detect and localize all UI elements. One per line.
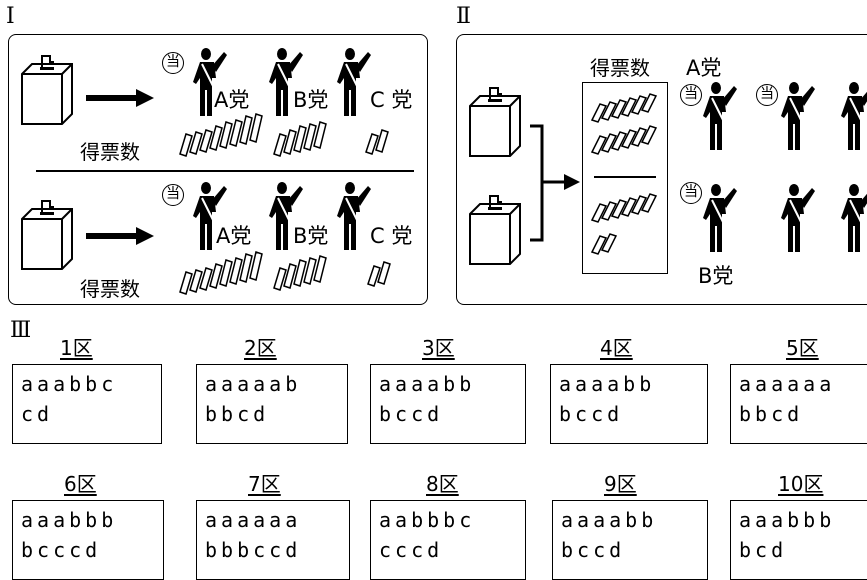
district-voters-line: aaabbb: [739, 508, 836, 532]
district-voters-line: bccd: [561, 538, 626, 562]
district-box-2: aaaaab bbcd: [196, 364, 348, 444]
arrow-right-icon: [86, 227, 154, 245]
district-voters-line: aaaaaa: [205, 508, 302, 532]
ballot-pile-c-icon: [367, 261, 391, 287]
district-voters-line: bcd: [739, 538, 788, 562]
votes-label: 得票数: [80, 277, 140, 301]
district-voters-line: bccd: [559, 402, 624, 426]
party-a-label: A党: [214, 88, 250, 112]
district-voters-line: cd: [21, 402, 54, 426]
candidate-b3-icon: [840, 183, 867, 253]
candidate-a3-icon: [840, 81, 867, 151]
party-c-label: C 党: [370, 224, 413, 248]
district-title-5: 5区: [786, 336, 819, 360]
district-box-5: aaaaaa bbcd: [730, 364, 867, 444]
ballot-pile-a-icon: [179, 251, 263, 295]
district-voters-line: bbcd: [739, 402, 804, 426]
ballot-pile-a-icon: [590, 93, 658, 155]
district-voters-line: cccd: [379, 538, 444, 562]
district-title-6: 6区: [64, 472, 97, 496]
district-box-6: aaabbb bcccd: [12, 500, 164, 580]
winner-badge: 当: [162, 52, 184, 74]
district-voters-line: aabbbc: [379, 508, 476, 532]
candidate-b1-icon: [702, 183, 738, 253]
district-voters-line: bbcd: [205, 402, 270, 426]
district-voters-line: bbbccd: [205, 538, 302, 562]
ballot-box-icon: [469, 87, 521, 157]
arrow-right-icon: [86, 89, 154, 107]
vote-count-box: [582, 82, 668, 274]
winner-badge: 当: [680, 182, 702, 204]
district-voters-line: aaaaaa: [739, 372, 836, 396]
ballot-pile-a-icon: [179, 113, 263, 157]
district-voters-line: aaaabb: [561, 508, 658, 532]
district-title-2: 2区: [244, 336, 277, 360]
district-voters-line: aaabbc: [21, 372, 118, 396]
party-c-label: C 党: [370, 88, 413, 112]
candidate-b2-icon: [780, 183, 816, 253]
district-title-8: 8区: [426, 472, 459, 496]
district-box-7: aaaaaa bbbccd: [196, 500, 350, 580]
district-box-8: aabbbc cccd: [370, 500, 526, 580]
divider: [594, 176, 656, 178]
ballot-pile-b-icon: [273, 121, 327, 157]
winner-badge: 当: [756, 84, 778, 106]
ballot-box-icon: [21, 200, 73, 270]
district-voters-line: aaaabb: [559, 372, 656, 396]
ballot-pile-b-icon: [273, 255, 327, 291]
district-voters-line: aaabbb: [21, 508, 118, 532]
section-label-1: I: [6, 4, 15, 29]
district-voters-line: aaaabb: [379, 372, 476, 396]
district-title-4: 4区: [600, 336, 633, 360]
district-title-9: 9区: [604, 472, 637, 496]
party-b-label: B党: [698, 264, 734, 288]
district-box-1: aaabbc cd: [12, 364, 162, 444]
ballot-pile-c-icon: [365, 129, 389, 155]
party-b-label: B党: [293, 88, 329, 112]
merge-arrow-icon: [530, 124, 580, 242]
party-b-label: B党: [293, 224, 329, 248]
votes-label: 得票数: [80, 140, 140, 164]
panel-proportional: [456, 34, 867, 305]
district-voters-line: aaaaab: [205, 372, 302, 396]
votes-label: 得票数: [590, 56, 650, 80]
ballot-box-icon: [21, 55, 73, 125]
district-box-10: aaabbb bcd: [730, 500, 867, 580]
candidate-a2-icon: [780, 81, 816, 151]
divider: [36, 170, 414, 172]
winner-badge: 当: [162, 184, 184, 206]
district-title-1: 1区: [60, 336, 93, 360]
district-title-3: 3区: [422, 336, 455, 360]
ballot-box-icon: [469, 195, 521, 265]
section-label-3: Ⅲ: [10, 318, 32, 343]
district-title-7: 7区: [248, 472, 281, 496]
party-a-label: A党: [216, 224, 252, 248]
district-box-9: aaaabb bccd: [552, 500, 708, 580]
ballot-pile-b-icon: [590, 193, 658, 255]
district-box-3: aaaabb bccd: [370, 364, 526, 444]
party-a-label: A党: [686, 56, 722, 80]
panel-single-member: [8, 34, 428, 305]
candidate-a1-icon: [702, 81, 738, 151]
section-label-2: Ⅱ: [456, 4, 471, 29]
winner-badge: 当: [680, 84, 702, 106]
district-voters-line: bccd: [379, 402, 444, 426]
district-title-10: 10区: [778, 472, 824, 496]
district-box-4: aaaabb bccd: [550, 364, 708, 444]
district-voters-line: bcccd: [21, 538, 102, 562]
